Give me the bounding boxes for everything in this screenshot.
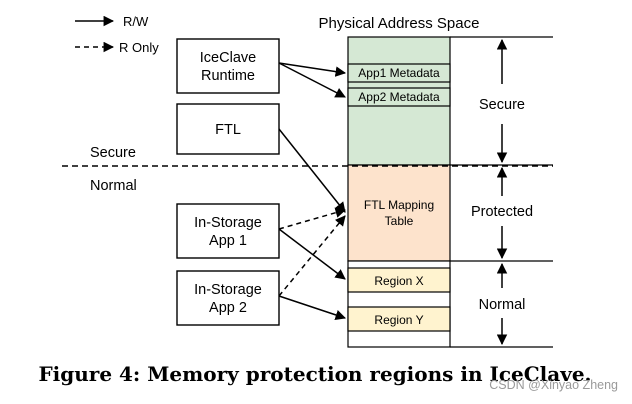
- secure-range-label: Secure: [479, 97, 525, 113]
- app2-to-mapping-table-readonly-arrow: [278, 215, 346, 297]
- access-arrows: [278, 62, 347, 320]
- legend-ro-label: R Only: [119, 40, 159, 55]
- runtime-label-line2: Runtime: [201, 68, 255, 84]
- app2-label-line1: In-Storage: [194, 282, 262, 298]
- ftl-label: FTL: [215, 122, 241, 138]
- app1-metadata-block: [347, 63, 451, 83]
- app1-metadata-label: App1 Metadata: [358, 66, 440, 80]
- protected-range: Protected: [471, 166, 533, 260]
- normal-range-label: Normal: [479, 297, 526, 313]
- app1-box: In-Storage App 1: [176, 203, 280, 259]
- region-boundaries: [450, 36, 553, 348]
- secure-range: Secure: [479, 38, 525, 164]
- iceclave-runtime-box: IceClave Runtime: [176, 38, 280, 94]
- runtime-to-app2-meta-arrow: [278, 62, 346, 98]
- legend-rw-label: R/W: [123, 14, 149, 29]
- normal-world-label: Normal: [90, 178, 137, 194]
- ftl-to-mapping-table-arrow: [278, 128, 346, 213]
- watermark: CSDN @Xinyao Zheng: [489, 378, 618, 392]
- region-x-block: [347, 267, 451, 293]
- region-y-block: [347, 306, 451, 332]
- app1-to-region-x-arrow: [278, 228, 346, 280]
- app2-label-line2: App 2: [209, 300, 247, 316]
- app2-metadata-block: [347, 87, 451, 107]
- address-space-title: Physical Address Space: [319, 15, 480, 32]
- secure-world-label: Secure: [90, 145, 136, 161]
- app2-box: In-Storage App 2: [176, 270, 280, 326]
- app1-to-mapping-table-readonly-arrow: [278, 207, 347, 230]
- app2-metadata-label: App2 Metadata: [358, 90, 440, 104]
- protected-region-block: [347, 164, 451, 262]
- legend: R/W R Only: [75, 14, 159, 55]
- runtime-label-line1: IceClave: [200, 50, 256, 66]
- app1-label-line1: In-Storage: [194, 215, 262, 231]
- ftl-box: FTL: [176, 103, 280, 155]
- region-x-label: Region X: [374, 274, 423, 288]
- address-space-column: App1 Metadata App2 Metadata FTL Mapping …: [347, 36, 451, 348]
- normal-range: Normal: [479, 262, 526, 346]
- app2-to-region-y-arrow: [278, 295, 346, 320]
- figure-caption: Figure 4: Memory protection regions in I…: [38, 362, 591, 386]
- region-y-label: Region Y: [374, 313, 423, 327]
- ftl-table-label-line2: Table: [385, 214, 414, 228]
- app1-label-line2: App 1: [209, 233, 247, 249]
- protected-range-label: Protected: [471, 204, 533, 220]
- ftl-table-label-line1: FTL Mapping: [364, 198, 434, 212]
- runtime-to-app1-meta-arrow: [278, 62, 347, 77]
